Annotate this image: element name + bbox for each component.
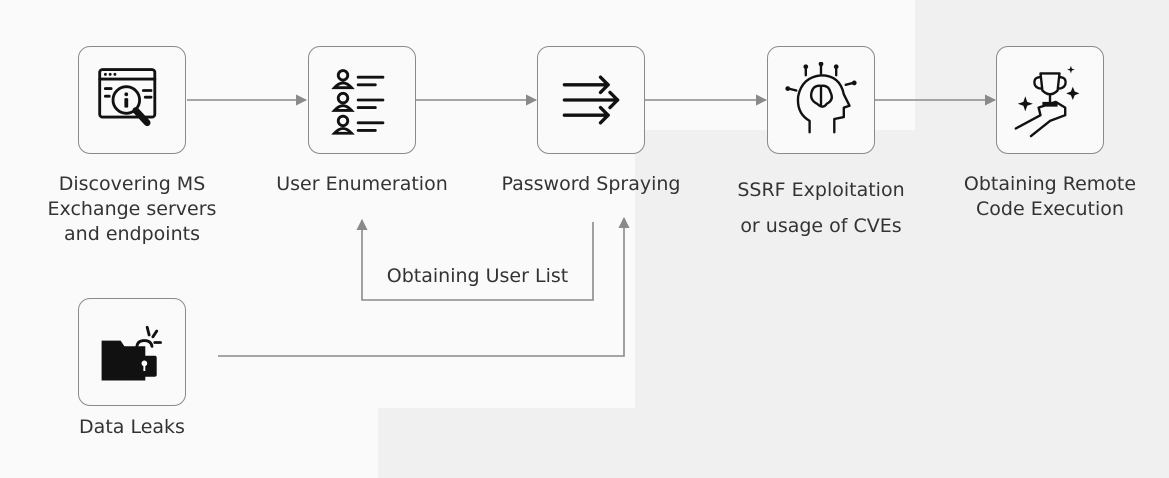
label-ssrf-line-2: or usage of CVEs bbox=[740, 215, 902, 237]
label-rce: Obtaining Remote Code Execution bbox=[955, 172, 1145, 222]
label-spraying: Password Spraying bbox=[496, 172, 686, 197]
trophy-hand-icon bbox=[1014, 65, 1080, 138]
user-list-icon bbox=[331, 69, 385, 135]
node-ssrf bbox=[767, 46, 875, 154]
label-discovery: Discovering MS Exchange servers and endp… bbox=[37, 172, 227, 247]
label-discovery-line-2: Exchange servers bbox=[47, 198, 217, 220]
node-leaks bbox=[78, 298, 186, 406]
arrow-spraying-to-enumeration-loop bbox=[356, 218, 594, 301]
label-enumeration-line-1: User Enumeration bbox=[276, 173, 448, 195]
label-rce-line-1: Obtaining Remote bbox=[963, 173, 1137, 195]
label-discovery-line-1: Discovering MS bbox=[58, 173, 206, 195]
node-discovery bbox=[78, 46, 186, 154]
label-enumeration: User Enumeration bbox=[267, 172, 457, 197]
label-leaks: Data Leaks bbox=[37, 415, 227, 440]
triple-arrow-icon bbox=[562, 75, 620, 125]
label-ssrf-line-1: SSRF Exploitation bbox=[737, 179, 905, 201]
background-step-4 bbox=[378, 408, 1169, 478]
edge-label-user-list: Obtaining User List bbox=[362, 264, 593, 289]
label-leaks-line-1: Data Leaks bbox=[79, 416, 185, 438]
label-ssrf: SSRF Exploitation or usage of CVEs bbox=[726, 172, 916, 244]
node-spraying bbox=[537, 46, 645, 154]
locked-folder-icon bbox=[101, 325, 162, 381]
label-rce-line-2: Code Execution bbox=[976, 198, 1124, 220]
ai-brain-head-icon bbox=[785, 62, 857, 134]
label-spraying-line-1: Password Spraying bbox=[501, 173, 681, 195]
edge-label-user-list-text: Obtaining User List bbox=[386, 265, 569, 287]
label-discovery-line-3: and endpoints bbox=[64, 223, 200, 245]
arrow-leaks-to-spraying bbox=[218, 216, 630, 357]
node-enumeration bbox=[308, 46, 416, 154]
node-rce bbox=[996, 46, 1104, 154]
magnifier-browser-icon bbox=[98, 68, 157, 127]
